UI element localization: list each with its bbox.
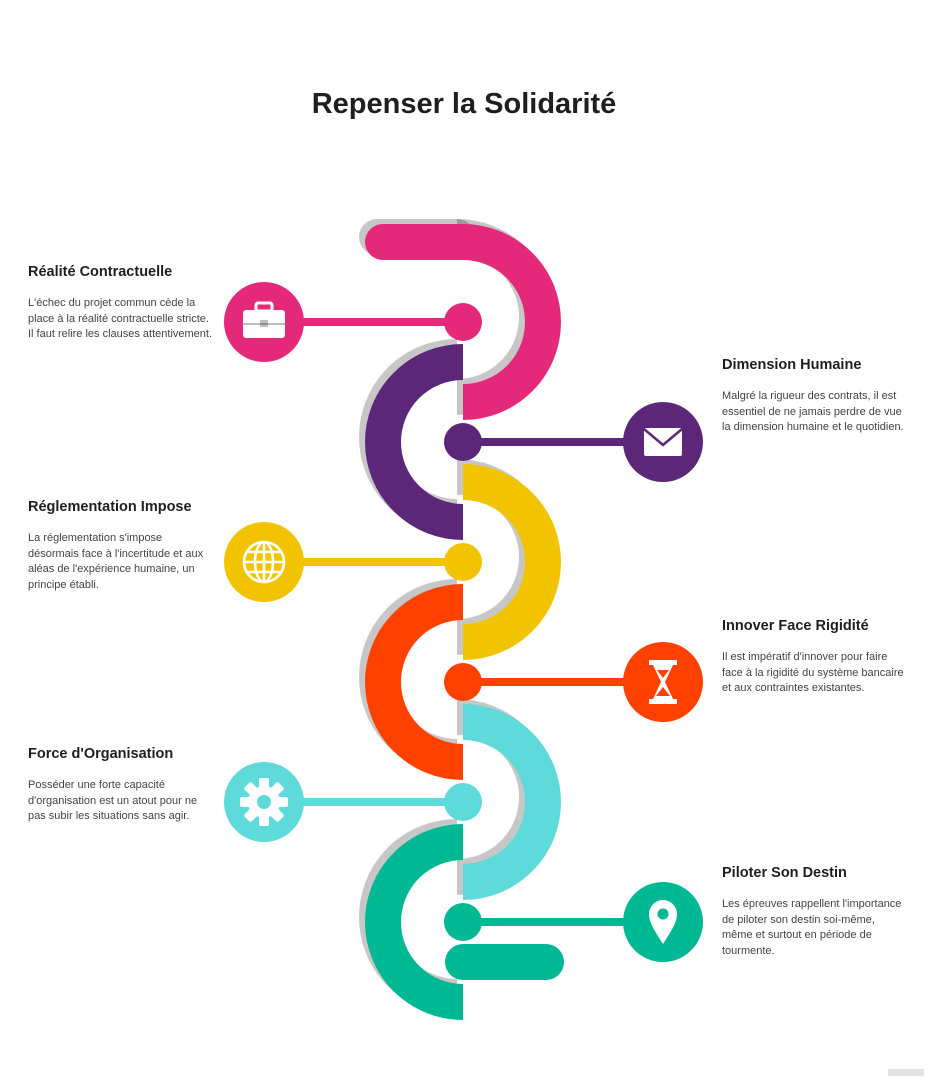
connector-dot-1: [444, 303, 482, 341]
path-segment-2: [365, 344, 464, 540]
path-segment-6: [365, 824, 464, 1020]
step-1-block: Réalité Contractuelle L'échec du projet …: [28, 264, 213, 343]
path-segment-5: [462, 704, 561, 900]
path-segment-3: [462, 464, 561, 660]
step-6-text: Les épreuves rappellent l'importance de …: [722, 898, 902, 957]
connector-dot-3: [444, 543, 482, 581]
connector-dot-6: [444, 903, 482, 941]
step-6-title: Piloter Son Destin: [722, 865, 847, 881]
step-1-title: Réalité Contractuelle: [28, 264, 173, 280]
step-3-title: Réglementation Impose: [28, 499, 192, 515]
globe-icon: [242, 540, 286, 584]
step-1-badge: [224, 282, 304, 362]
step-5-badge: [224, 762, 304, 842]
connector-dot-5: [444, 783, 482, 821]
step-2-title: Dimension Humaine: [722, 357, 862, 373]
briefcase-icon: [243, 301, 285, 338]
step-2-block: Dimension Humaine Malgré la rigueur des …: [722, 357, 907, 436]
path-segment-4: [365, 584, 464, 780]
step-6-block: Piloter Son Destin Les épreuves rappelle…: [722, 865, 907, 959]
step-1-text: L'échec du projet commun cède la place à…: [28, 297, 213, 340]
envelope-icon: [643, 428, 683, 456]
step-6-badge: [623, 882, 703, 962]
page-title: Repenser la Solidarité: [311, 88, 617, 120]
connector-dot-2: [444, 423, 482, 461]
path-segment-1: [462, 224, 561, 420]
step-5-text: Posséder une forte capacité d'organisati…: [28, 779, 198, 822]
step-3-text: La réglementation s'impose désormais fac…: [28, 532, 204, 591]
hourglass-icon: [649, 660, 677, 704]
step-2-text: Malgré la rigueur des contrats, il est e…: [722, 390, 904, 433]
step-5-block: Force d'Organisation Posséder une forte …: [28, 746, 213, 825]
gear-icon: [240, 778, 288, 826]
step-3-block: Réglementation Impose La réglementation …: [28, 499, 213, 593]
watermark: [888, 1069, 924, 1076]
location-pin-icon: [649, 900, 677, 944]
step-4-title: Innover Face Rigidité: [722, 618, 869, 634]
step-3-badge: [224, 522, 304, 602]
step-4-text: Il est impératif d'innover pour faire fa…: [722, 651, 904, 694]
step-2-badge: [623, 402, 703, 482]
step-5-title: Force d'Organisation: [28, 746, 174, 762]
connector-dot-4: [444, 663, 482, 701]
step-4-badge: [623, 642, 703, 722]
step-4-block: Innover Face Rigidité Il est impératif d…: [722, 618, 907, 697]
